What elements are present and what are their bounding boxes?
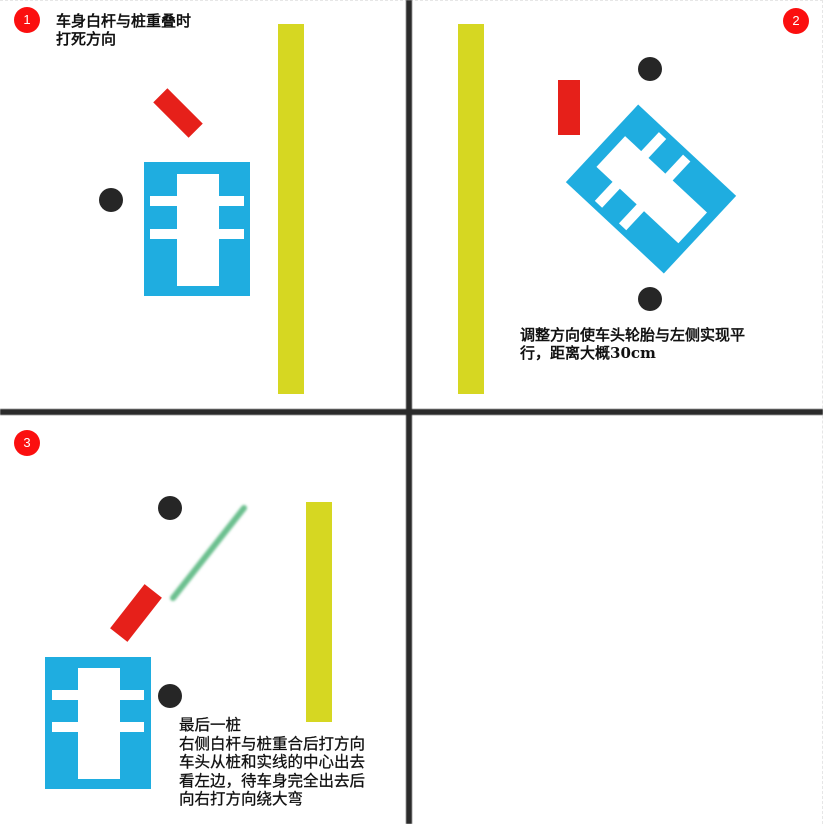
solid-yellow-line [278, 24, 304, 394]
horizontal-divider [0, 409, 823, 415]
green-guide-line [170, 505, 247, 601]
panel-3-note: 最后一桩 右侧白杆与桩重合后打方向 车头从桩和实线的中心出去 看左边，待车身完全… [179, 716, 366, 808]
red-marker-bar [558, 80, 580, 135]
pile-marker-bottom [638, 287, 662, 311]
step-badge-2: 2 [783, 8, 809, 34]
solid-yellow-line [306, 502, 332, 722]
step-badge-1: 1 [14, 7, 40, 33]
pile-marker-top [638, 57, 662, 81]
car-top-view [144, 162, 250, 296]
red-marker-bar [110, 584, 162, 642]
step-badge-3: 3 [14, 430, 40, 456]
panel-3-graphics [45, 496, 332, 789]
panel-2-note: 调整方向使车头轮胎与左侧实现平 行，距离大概30cm [520, 326, 746, 362]
pile-marker [99, 188, 123, 212]
car-top-view [45, 657, 151, 789]
pile-marker-bottom [158, 684, 182, 708]
pile-marker-top [158, 496, 182, 520]
panel-2-graphics [458, 24, 737, 394]
solid-yellow-line [458, 24, 484, 394]
red-marker-bar [153, 88, 203, 138]
car-top-view-rotated [565, 104, 737, 274]
panel-1-note: 车身白杆与桩重叠时 打死方向 [56, 12, 192, 48]
panel-1-graphics [99, 24, 304, 394]
